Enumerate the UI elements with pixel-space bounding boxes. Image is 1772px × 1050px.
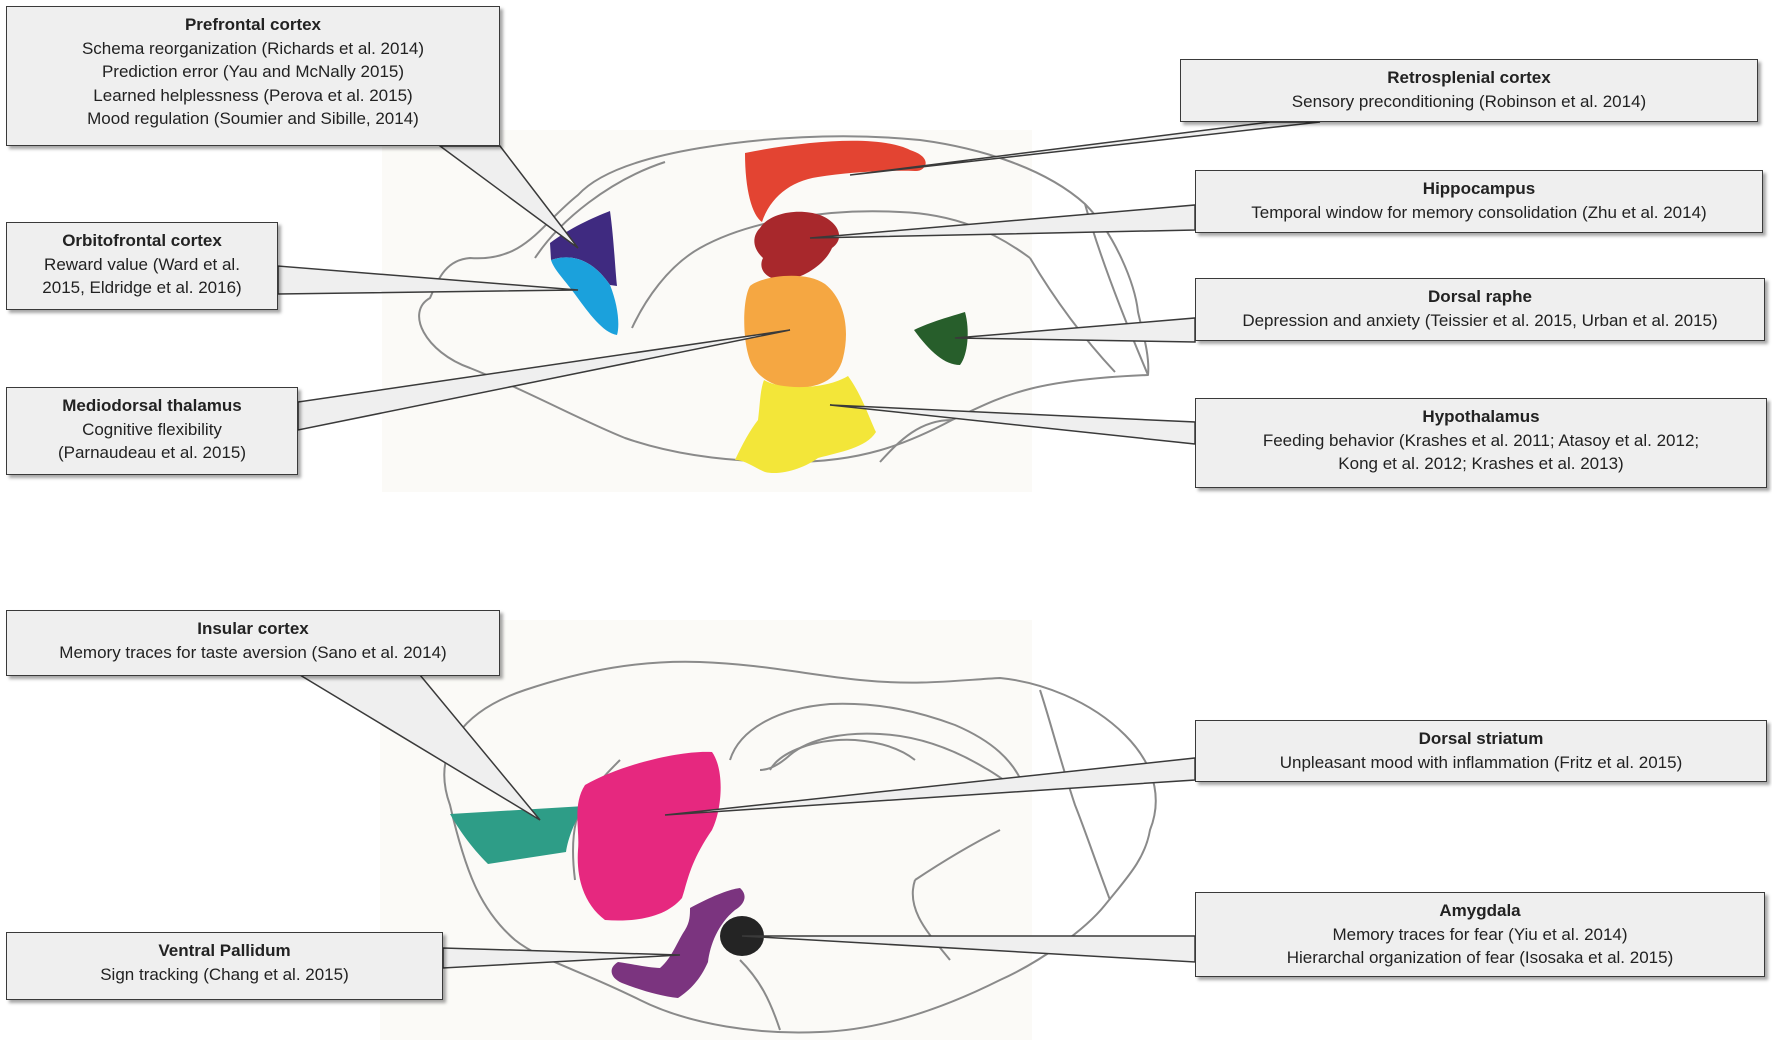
prefrontal-cortex-callout: Prefrontal cortex Schema reorganization … bbox=[6, 6, 500, 146]
mediodorsal-thalamus-callout: Mediodorsal thalamus Cognitive flexibili… bbox=[6, 387, 298, 475]
ventral-pallidum-callout: Ventral Pallidum Sign tracking (Chang et… bbox=[6, 932, 443, 1000]
orbitofrontal-cortex-title: Orbitofrontal cortex bbox=[62, 231, 222, 250]
orbitofrontal-cortex-line: Reward value (Ward et al. bbox=[44, 254, 240, 274]
retrosplenial-cortex-callout: Retrosplenial cortex Sensory preconditio… bbox=[1180, 59, 1758, 122]
ventral-pallidum-title: Ventral Pallidum bbox=[158, 941, 291, 960]
insular-cortex-title: Insular cortex bbox=[197, 619, 309, 638]
orbitofrontal-cortex-line: 2015, Eldridge et al. 2016) bbox=[42, 278, 242, 297]
hippocampus-callout: Hippocampus Temporal window for memory c… bbox=[1195, 170, 1763, 233]
mediodorsal-thalamus-line: (Parnaudeau et al. 2015) bbox=[57, 443, 247, 462]
retrosplenial-cortex-line: Sensory preconditioning (Robinson et al.… bbox=[1291, 91, 1647, 111]
hypothalamus-title: Hypothalamus bbox=[1422, 407, 1540, 426]
mediodorsal-thalamus-region bbox=[744, 275, 846, 389]
mediodorsal-thalamus-line: Cognitive flexibility bbox=[82, 419, 222, 439]
retrosplenial-pointer bbox=[849, 121, 1321, 176]
ventral-pallidum-pointer bbox=[442, 947, 681, 969]
amygdala-callout: Amygdala Memory traces for fear (Yiu et … bbox=[1195, 892, 1765, 977]
hypothalamus-line: Kong et al. 2012; Krashes et al. 2013) bbox=[1338, 454, 1624, 473]
orbitofrontal-cortex-region bbox=[551, 257, 619, 335]
amygdala-line: Hierarchal organization of fear (Isosaka… bbox=[1286, 948, 1674, 967]
mediodorsal-thalamus-title: Mediodorsal thalamus bbox=[62, 396, 242, 415]
hypothalamus-region bbox=[735, 376, 876, 474]
retrosplenial-cortex-title: Retrosplenial cortex bbox=[1387, 68, 1551, 87]
dorsal-striatum-line: Unpleasant mood with inflammation (Fritz… bbox=[1279, 752, 1683, 772]
hypothalamus-line: Feeding behavior (Krashes et al. 2011; A… bbox=[1262, 430, 1700, 450]
orbitofrontal-cortex-callout: Orbitofrontal cortex Reward value (Ward … bbox=[6, 222, 278, 310]
insular-cortex-callout: Insular cortex Memory traces for taste a… bbox=[6, 610, 500, 676]
retrosplenial-cortex-region bbox=[745, 140, 926, 222]
dorsal-raphe-line: Depression and anxiety (Teissier et al. … bbox=[1242, 310, 1718, 330]
orbitofrontal-pointer bbox=[277, 265, 579, 295]
dorsal-raphe-callout: Dorsal raphe Depression and anxiety (Tei… bbox=[1195, 278, 1765, 341]
insular-cortex-line: Memory traces for taste aversion (Sano e… bbox=[59, 642, 447, 662]
prefrontal-cortex-line: Learned helplessness (Perova et al. 2015… bbox=[93, 85, 413, 105]
dorsal-striatum-title: Dorsal striatum bbox=[1418, 729, 1544, 748]
ventral-pallidum-region bbox=[611, 888, 745, 998]
prefrontal-cortex-line: Mood regulation (Soumier and Sibille, 20… bbox=[87, 109, 419, 128]
prefrontal-pointer bbox=[437, 145, 579, 249]
ventral-pallidum-line: Sign tracking (Chang et al. 2015) bbox=[100, 964, 349, 984]
dorsal-striatum-callout: Dorsal striatum Unpleasant mood with inf… bbox=[1195, 720, 1767, 782]
hippocampus-line: Temporal window for memory consolidation… bbox=[1251, 202, 1707, 222]
prefrontal-cortex-region bbox=[550, 211, 617, 286]
mediodorsal-pointer bbox=[297, 329, 791, 431]
amygdala-line: Memory traces for fear (Yiu et al. 2014) bbox=[1332, 924, 1628, 944]
dorsal-striatum-region bbox=[577, 751, 721, 921]
hippocampus-region bbox=[754, 211, 840, 281]
callout-pointers bbox=[277, 121, 1321, 969]
dorsal-raphe-region bbox=[914, 312, 968, 365]
insular-cortex-region bbox=[450, 806, 585, 864]
prefrontal-cortex-title: Prefrontal cortex bbox=[184, 15, 322, 34]
amygdala-title: Amygdala bbox=[1439, 901, 1521, 920]
prefrontal-cortex-line: Prediction error (Yau and McNally 2015) bbox=[101, 62, 405, 81]
top-brain-background bbox=[382, 130, 1032, 492]
prefrontal-cortex-line: Schema reorganization (Richards et al. 2… bbox=[81, 38, 425, 58]
hypothalamus-callout: Hypothalamus Feeding behavior (Krashes e… bbox=[1195, 398, 1767, 488]
dorsal-raphe-title: Dorsal raphe bbox=[1428, 287, 1532, 306]
hippocampus-title: Hippocampus bbox=[1422, 179, 1536, 198]
